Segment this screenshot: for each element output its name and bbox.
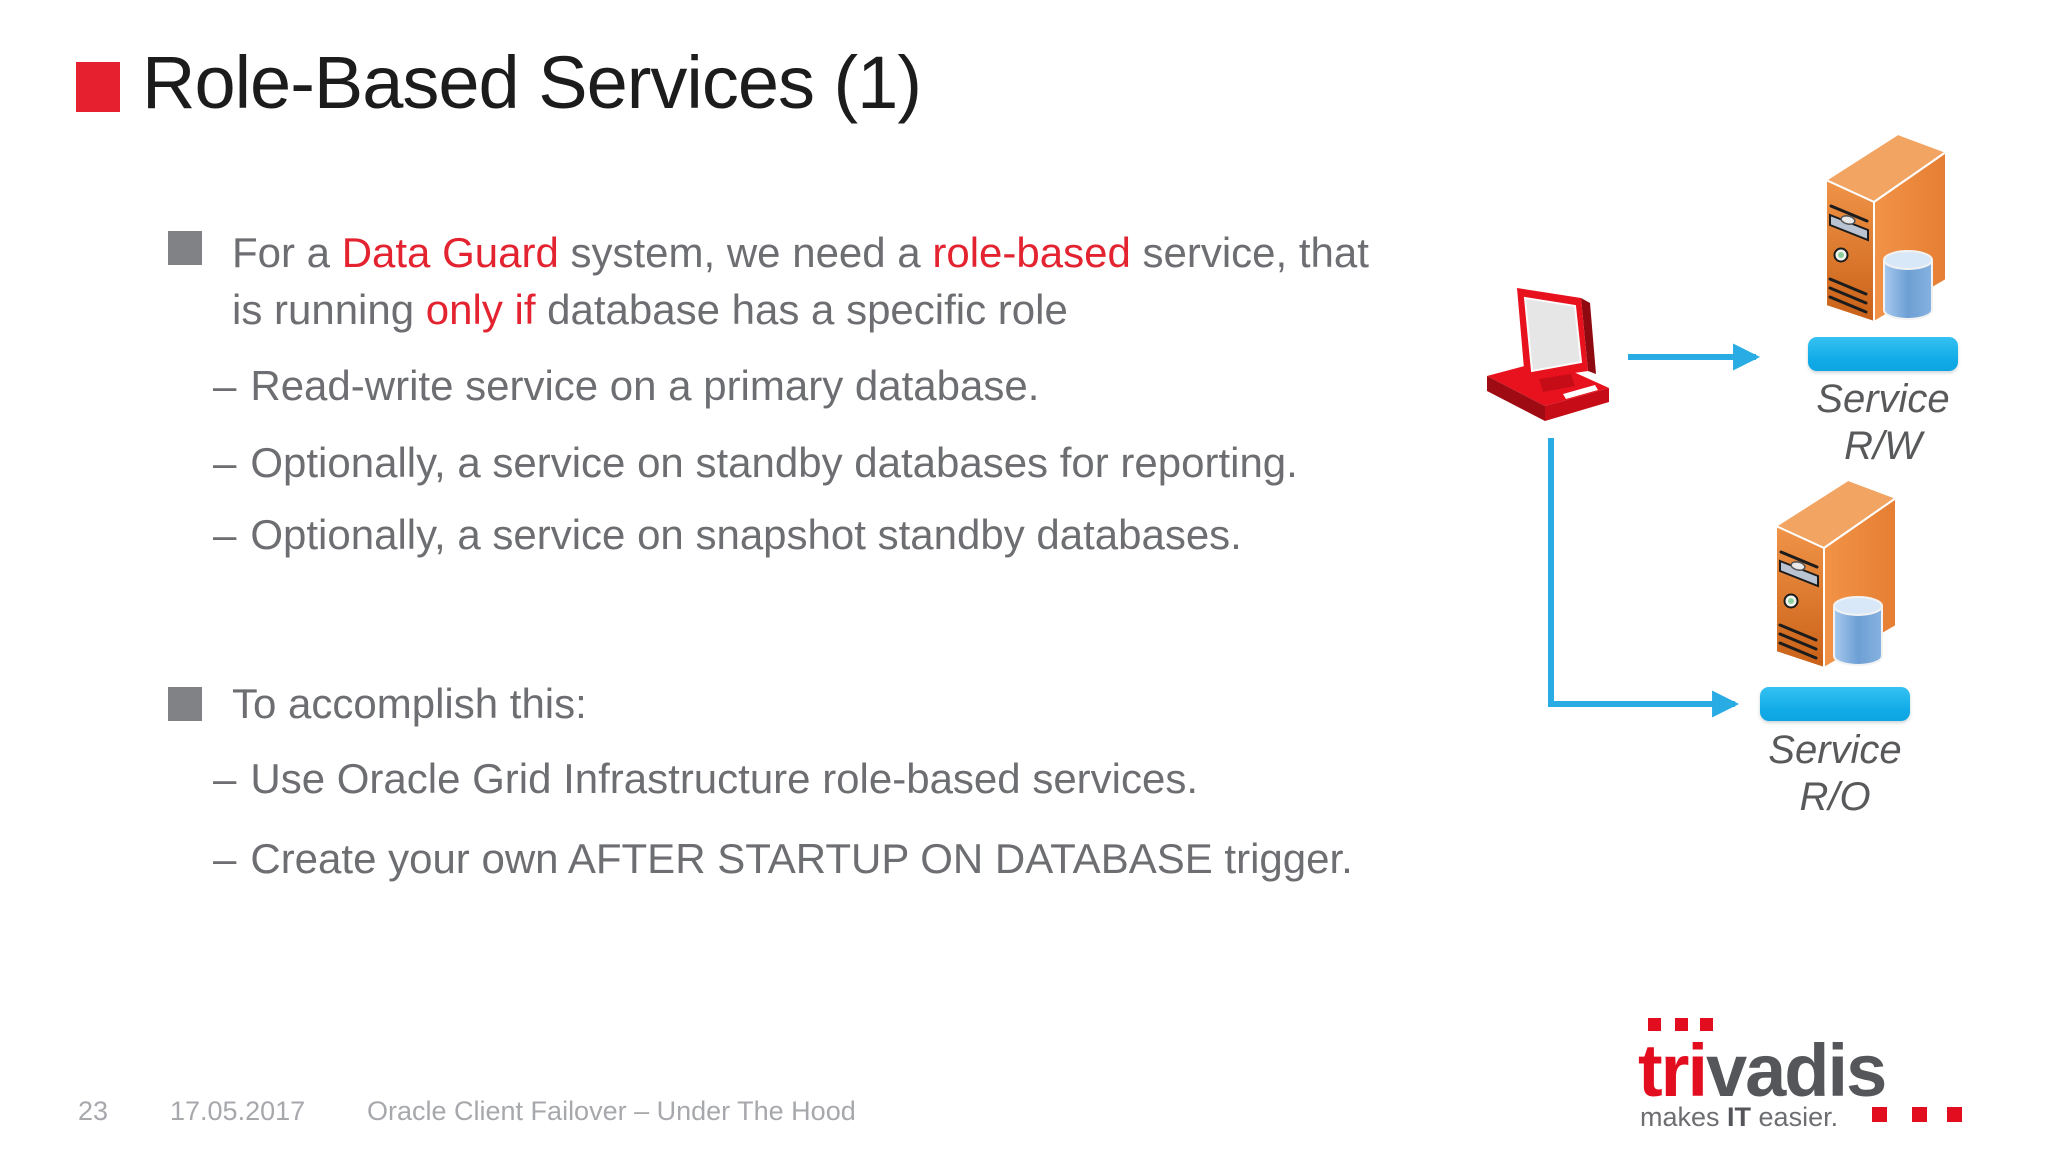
text-segment: For a bbox=[232, 229, 342, 276]
service-label-line: Service bbox=[1768, 728, 1902, 772]
title-bullet-square-icon bbox=[76, 62, 120, 112]
service-bar-ro bbox=[1760, 687, 1910, 721]
sub-bullet-text: Use Oracle Grid Infrastructure role-base… bbox=[250, 755, 1199, 802]
desktop-computer-icon bbox=[1487, 288, 1609, 421]
service-bar-rw bbox=[1808, 337, 1958, 371]
logo-square-icon bbox=[1872, 1107, 1887, 1122]
logo-dot-icon bbox=[1700, 1018, 1713, 1031]
database-server-icon bbox=[1825, 133, 1947, 323]
database-server-icon bbox=[1775, 479, 1897, 669]
sub-bullet-text: Optionally, a service on standby databas… bbox=[250, 439, 1298, 486]
service-label-line: Service bbox=[1816, 377, 1950, 421]
sub-bullet-standby: –Optionally, a service on standby databa… bbox=[213, 439, 1298, 487]
sub-bullet-text: Create your own AFTER STARTUP ON DATABAS… bbox=[250, 835, 1353, 882]
highlight-segment: role-based bbox=[932, 229, 1131, 276]
bullet-square-icon bbox=[168, 231, 202, 265]
text-segment: is running bbox=[232, 286, 426, 333]
bullet-line-1: For a Data Guard system, we need a role-… bbox=[232, 224, 1369, 281]
text-segment: service, that bbox=[1130, 229, 1369, 276]
highlight-segment: only if bbox=[425, 286, 536, 333]
footer-presentation-title: Oracle Client Failover – Under The Hood bbox=[367, 1096, 856, 1126]
tagline-segment: makes bbox=[1640, 1102, 1728, 1132]
page-title: Role-Based Services (1) bbox=[142, 41, 922, 124]
database-cylinder-icon bbox=[1833, 596, 1883, 666]
logo-tagline: makes IT easier. bbox=[1640, 1102, 1838, 1133]
dash-marker: – bbox=[213, 511, 237, 558]
arrow-client-to-ro-icon bbox=[1548, 438, 1740, 718]
footer-date: 17.05.2017 bbox=[170, 1096, 306, 1126]
tagline-segment: IT bbox=[1727, 1102, 1752, 1132]
highlight-segment: Data Guard bbox=[341, 229, 559, 276]
bullet-item-data-guard: For a Data Guard system, we need a role-… bbox=[232, 224, 1369, 338]
service-label-line: R/W bbox=[1844, 424, 1922, 468]
page-number: 23 bbox=[78, 1096, 109, 1126]
sub-bullet-read-write: –Read-write service on a primary databas… bbox=[213, 362, 1039, 410]
service-label-line: R/O bbox=[1799, 775, 1871, 819]
dash-marker: – bbox=[213, 755, 237, 802]
logo-square-icon bbox=[1912, 1107, 1927, 1122]
trivadis-logo: trivadis makes IT easier. bbox=[1638, 1008, 1988, 1148]
text-segment: system, we need a bbox=[558, 229, 933, 276]
logo-dot-icon bbox=[1675, 1018, 1688, 1031]
dash-marker: – bbox=[213, 362, 237, 409]
sub-bullet-grid-infrastructure: –Use Oracle Grid Infrastructure role-bas… bbox=[213, 755, 1198, 803]
logo-wordmark-gray: vadis bbox=[1706, 1029, 1887, 1112]
sub-bullet-startup-trigger: –Create your own AFTER STARTUP ON DATABA… bbox=[213, 835, 1353, 883]
tagline-segment: easier. bbox=[1751, 1102, 1839, 1132]
logo-wordmark: trivadis bbox=[1638, 1028, 1887, 1113]
sub-bullet-text: Read-write service on a primary database… bbox=[250, 362, 1040, 409]
service-ro-label: Service R/O bbox=[1735, 727, 1935, 821]
dash-marker: – bbox=[213, 439, 237, 486]
database-cylinder-icon bbox=[1883, 250, 1933, 320]
bullet-line-2: is running only if database has a specif… bbox=[232, 281, 1369, 338]
sub-bullet-text: Optionally, a service on snapshot standb… bbox=[250, 511, 1242, 558]
bullet-item-accomplish: To accomplish this: bbox=[232, 680, 587, 727]
text-segment: database has a specific role bbox=[535, 286, 1068, 333]
dash-marker: – bbox=[213, 835, 237, 882]
logo-wordmark-red: tri bbox=[1638, 1029, 1708, 1112]
service-rw-label: Service R/W bbox=[1783, 376, 1983, 470]
logo-dot-icon bbox=[1648, 1018, 1661, 1031]
logo-square-icon bbox=[1947, 1107, 1962, 1122]
sub-bullet-snapshot-standby: –Optionally, a service on snapshot stand… bbox=[213, 511, 1242, 559]
bullet-square-icon bbox=[168, 687, 202, 721]
